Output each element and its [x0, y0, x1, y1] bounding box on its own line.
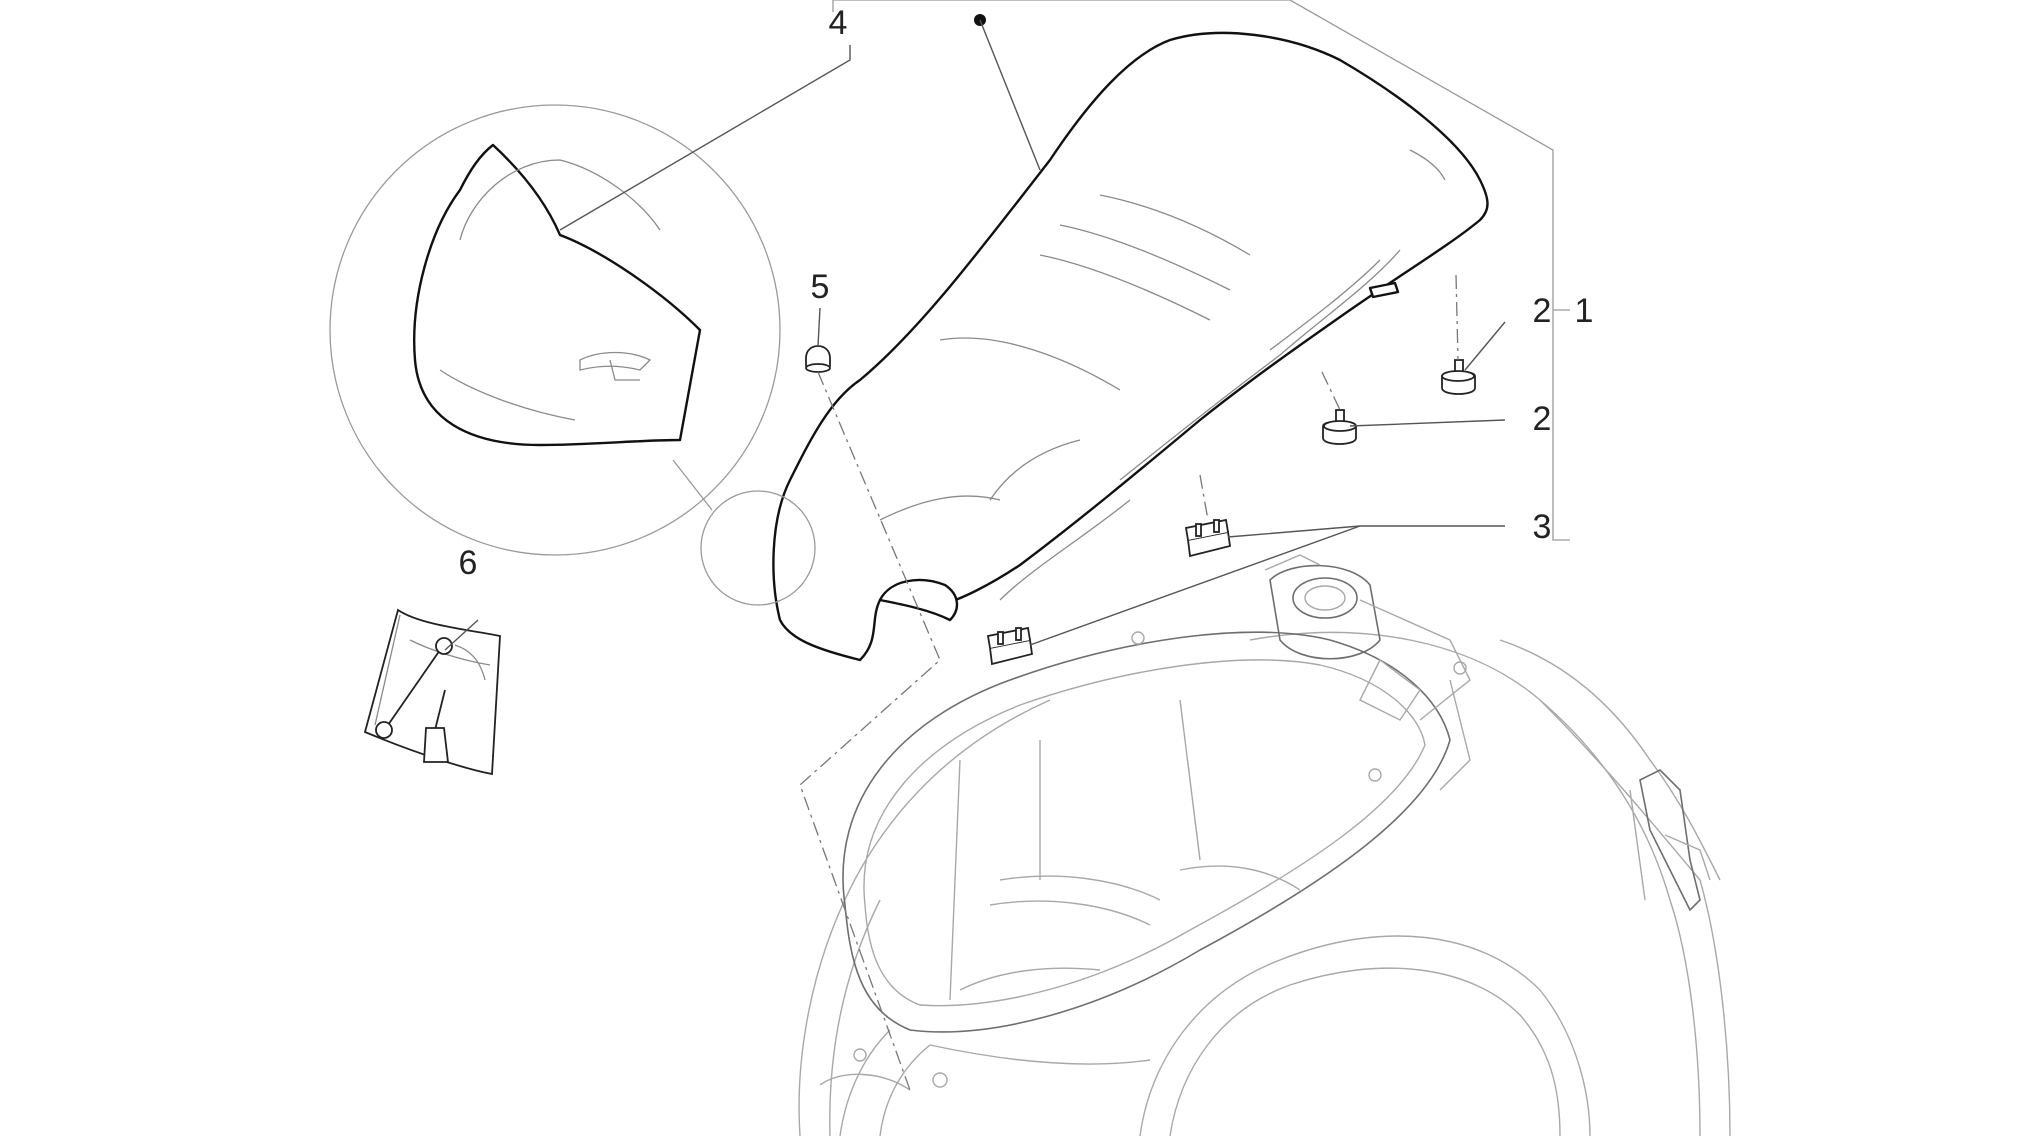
detail-circle-large — [329, 104, 781, 556]
leader-lines — [444, 0, 1570, 651]
detail-magnifier — [329, 104, 816, 606]
callout-4: 4 — [829, 4, 848, 42]
seat-bumper-part-1 — [1184, 518, 1232, 558]
scooter-body — [798, 554, 1731, 1136]
seat — [772, 31, 1489, 662]
callout-2-upper: 2 — [1533, 292, 1552, 330]
callout-2-lower: 2 — [1533, 400, 1552, 438]
callout-6: 6 — [459, 544, 478, 582]
cap-nut-part — [805, 345, 831, 373]
detail-seat-section — [413, 143, 702, 447]
seat-outline — [772, 31, 1489, 662]
callout-5: 5 — [811, 268, 830, 306]
rubber-buffer-part-1 — [1441, 359, 1476, 395]
rubber-buffer-part-2 — [1322, 409, 1357, 445]
callouts: 4 5 6 2 2 1 3 — [459, 4, 1594, 582]
seat-bumper-part-2 — [986, 626, 1034, 666]
tool-kit-part — [363, 608, 501, 776]
group-bracket — [832, 0, 1570, 541]
detail-circle-small — [700, 490, 816, 606]
callout-3: 3 — [1533, 508, 1552, 546]
parts — [363, 345, 1476, 776]
assembly-lines — [799, 274, 1459, 1091]
callout-1: 1 — [1575, 292, 1594, 330]
